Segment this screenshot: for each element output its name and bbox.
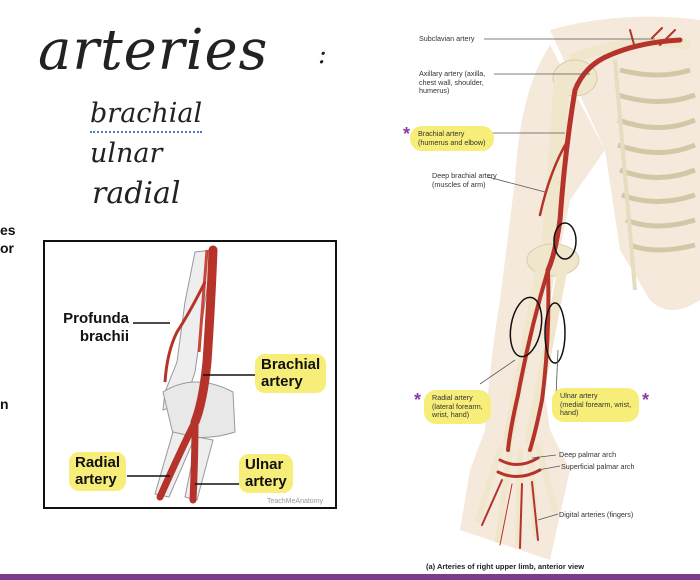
label-brachial-artery-figure: Brachial artery (humerus and elbow) — [410, 126, 494, 152]
label-radial-artery: Radial artery — [69, 452, 127, 491]
label-radial-artery-figure: Radial artery (lateral forearm, wrist, h… — [424, 390, 491, 424]
label-ulnar-artery-figure: Ulnar artery (medial forearm, wrist, han… — [552, 388, 640, 422]
notes-item-radial: radial — [92, 176, 181, 211]
star-marker-ulnar: * — [642, 390, 650, 410]
label-axillary-artery: Axillary artery (axilla, chest wall, sho… — [419, 69, 486, 96]
notes-item-brachial: brachial — [90, 98, 203, 129]
watermark-text: TeachMeAnatomy — [267, 498, 324, 505]
spellcheck-underline — [90, 131, 202, 133]
notes-colon: : — [318, 40, 327, 70]
figure-caption: (a) Arteries of right upper limb, anteri… — [426, 562, 585, 571]
label-ulnar-artery: Ulnar artery — [239, 454, 293, 493]
inset-illustration — [127, 245, 257, 504]
label-superficial-palmar-arch: Superficial palmar arch — [561, 462, 635, 471]
star-marker-brachial: * — [403, 124, 411, 144]
label-profunda-brachii: Profunda brachii — [63, 310, 129, 345]
label-deep-brachial-artery: Deep brachial artery (muscles of arm) — [432, 171, 497, 189]
notes-title: arteries — [38, 18, 269, 83]
label-subclavian-artery: Subclavian artery — [419, 34, 475, 43]
label-digital-arteries: Digital arteries (fingers) — [559, 510, 634, 519]
notes-item-ulnar: ulnar — [90, 138, 163, 169]
label-brachial-artery: Brachial artery — [255, 354, 327, 393]
label-deep-palmar-arch: Deep palmar arch — [559, 450, 617, 459]
star-marker-radial: * — [414, 390, 422, 410]
bottom-accent-bar — [0, 574, 700, 580]
cut-text-3: n — [0, 396, 9, 412]
cut-text-1: es — [0, 222, 16, 238]
inset-figure: Profunda brachii Brachial artery Radial … — [43, 240, 337, 509]
arm-illustration — [460, 16, 700, 560]
cut-text-2: or — [0, 240, 14, 256]
